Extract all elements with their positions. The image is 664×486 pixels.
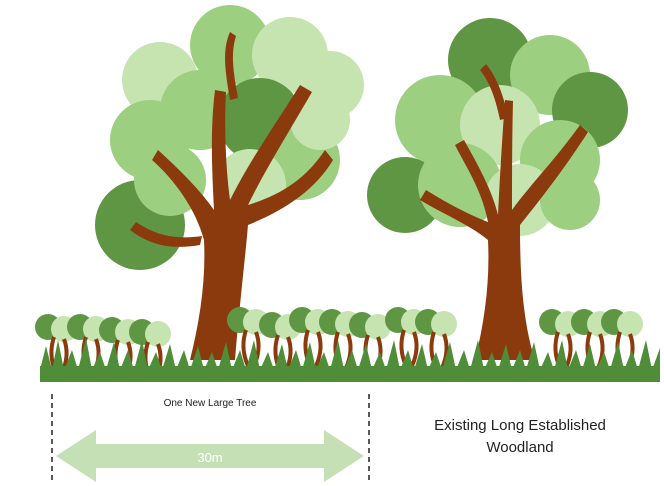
existing-woodland-caption: Existing Long Established Woodland bbox=[434, 417, 606, 456]
grass-strip bbox=[40, 338, 660, 382]
distance-label: 30m bbox=[197, 450, 222, 465]
existing-tree-canopy bbox=[367, 18, 628, 236]
new-large-tree bbox=[95, 5, 364, 360]
new-tree-canopy bbox=[95, 5, 364, 270]
new-tree-caption: One New Large Tree bbox=[163, 398, 257, 409]
existing-tree bbox=[367, 18, 628, 360]
new-tree-trunk bbox=[152, 85, 333, 360]
distance-arrow bbox=[56, 430, 364, 482]
existing-tree-trunk bbox=[420, 100, 588, 360]
